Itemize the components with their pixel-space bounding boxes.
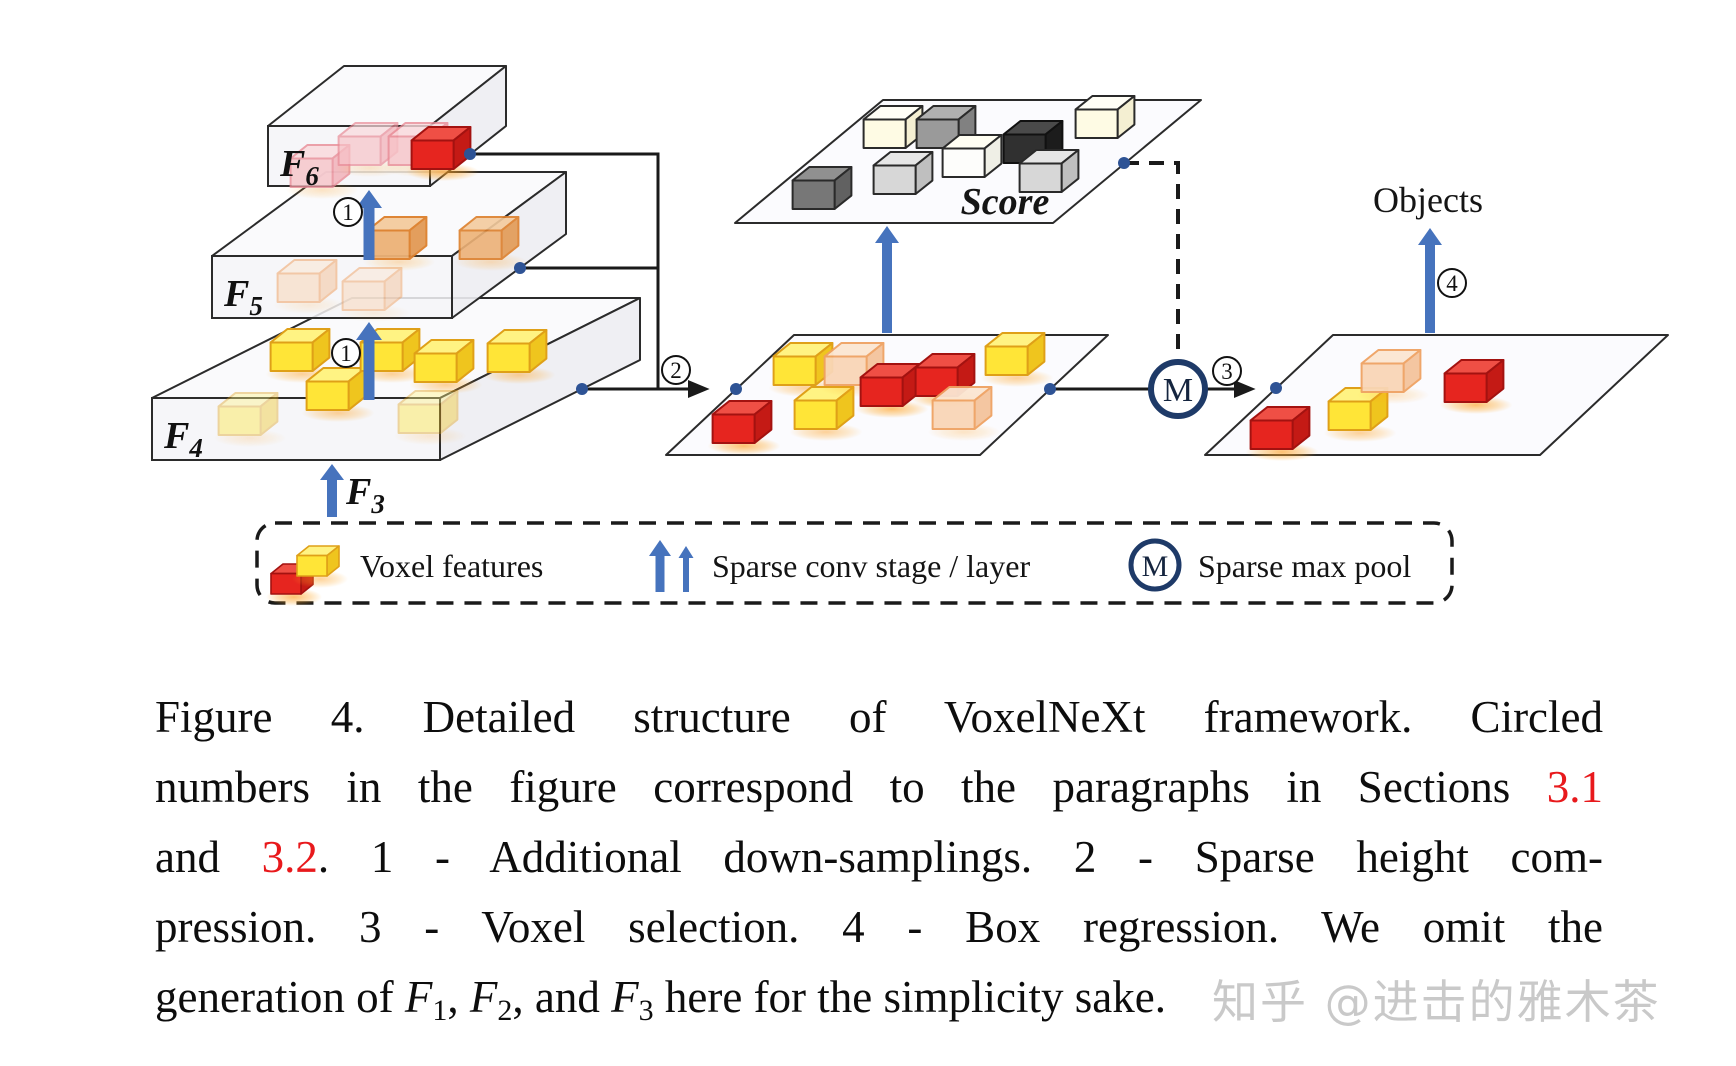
voxel-cube [855, 363, 929, 418]
step1-circle-lower: 1 [340, 341, 352, 366]
legend: Voxel features Sparse conv stage / layer… [255, 521, 1454, 606]
voxel-cube [454, 216, 528, 271]
step4-circle: 4 [1446, 271, 1458, 296]
legend-sparse-max-pool-label: Sparse max pool [1198, 548, 1411, 584]
f4-label: F4 [163, 415, 203, 463]
voxel-cube [272, 259, 346, 314]
maxpool-symbol: M [1163, 372, 1193, 409]
score-label: Score [961, 181, 1050, 223]
voxel-cube [393, 390, 467, 445]
caption-segment: F [469, 972, 498, 1022]
arrow-to-score [875, 226, 899, 333]
caption-segment: 3.1 [1546, 762, 1603, 812]
voxel-cube [1439, 359, 1513, 414]
caption-segment: pression. 3 - Voxel selection. 4 - Box r… [155, 902, 1603, 952]
arrow-to-objects [1418, 228, 1442, 333]
voxel-cube [213, 392, 287, 447]
score-cube [862, 105, 924, 149]
score-cube [941, 134, 1003, 178]
voxel-cube [980, 332, 1054, 387]
step1-circle-upper: 1 [342, 200, 354, 225]
legend-conv-arrow-icons [649, 540, 694, 592]
score-cube [872, 151, 934, 195]
voxel-cube [409, 339, 483, 394]
input-arrow-f3 [320, 464, 344, 517]
voxel-cube [927, 386, 1001, 441]
caption-segment: here for the simplicity sake. [653, 972, 1166, 1022]
f5-label: F5 [223, 273, 263, 321]
caption-line: generation of F1, F2, and F3 here for th… [155, 962, 1603, 1046]
f3-label: F3 [345, 471, 385, 519]
circled-step-numbers: 1 1 2 3 4 [331, 197, 1467, 386]
caption-segment: , and [512, 972, 612, 1022]
caption-segment: 3.2 [261, 832, 318, 882]
legend-maxpool-symbol: M [1142, 550, 1169, 583]
voxel-cube [707, 400, 781, 455]
sparse-conv-arrows [320, 190, 1442, 517]
voxel-cube [1356, 349, 1430, 404]
score-to-maxpool-dashed-line [1124, 161, 1180, 357]
maxpool-node: M [1148, 359, 1208, 419]
voxel-cube [482, 329, 556, 384]
f6-connector-line [470, 152, 660, 389]
score-voxel-cubes [791, 95, 1136, 210]
compressed-plane-voxel-cubes [707, 332, 1054, 455]
step2-circle: 2 [670, 358, 682, 383]
caption-line: pression. 3 - Voxel selection. 4 - Box r… [155, 892, 1603, 962]
voxel-cube [301, 367, 375, 422]
caption-line: and 3.2. 1 - Additional down-samplings. … [155, 822, 1603, 892]
caption-segment: . 1 - Additional down-samplings. 2 - Spa… [317, 832, 1603, 882]
caption-segment: Figure 4. Detailed structure of VoxelNeX… [155, 692, 1603, 742]
caption-segment: 1 [432, 994, 448, 1027]
f6-voxel-cubes [285, 122, 480, 199]
junction-dots [464, 148, 1282, 395]
selected-plane-voxel-cubes [1245, 349, 1513, 461]
legend-voxel-cubes [266, 545, 348, 606]
caption-segment: generation of [155, 972, 405, 1022]
voxel-cube [337, 267, 411, 322]
step3-circle: 3 [1221, 359, 1233, 384]
voxel-cube [1245, 406, 1319, 461]
legend-box [255, 521, 1454, 605]
skip-connection-lines [470, 152, 1256, 398]
caption-line: numbers in the figure correspond to the … [155, 752, 1603, 822]
conv-arrow-f5-to-f6 [356, 190, 382, 260]
caption-segment: F [611, 972, 639, 1022]
selected-voxel-plane [1204, 334, 1669, 456]
legend-sparse-conv-label: Sparse conv stage / layer [712, 548, 1030, 584]
legend-maxpool-icon [1128, 538, 1182, 592]
voxel-glow [213, 429, 287, 447]
conv-arrow-f4-to-f5 [356, 322, 382, 400]
score-cube [791, 166, 853, 210]
figure-caption: Figure 4. Detailed structure of VoxelNeX… [155, 682, 1603, 1046]
voxel-cube [406, 126, 480, 181]
caption-line: Figure 4. Detailed structure of VoxelNeX… [155, 682, 1603, 752]
voxel-cube [292, 545, 348, 588]
watermark-text: 知乎 @进击的雅木茶 [1212, 975, 1661, 1029]
objects-label: Objects [1373, 180, 1483, 220]
f6-label: F6 [279, 143, 319, 191]
voxelnext-framework-diagram: Score [151, 65, 1669, 606]
voxel-cube [362, 216, 436, 271]
caption-segment: 2 [497, 994, 513, 1027]
score-cube [1018, 149, 1080, 193]
legend-voxel-features-label: Voxel features [360, 548, 543, 584]
voxel-glow [393, 427, 467, 445]
caption-segment: 3 [638, 994, 654, 1027]
f5-voxel-cubes [272, 216, 528, 322]
score-cube [1074, 95, 1136, 139]
caption-segment: and [155, 832, 262, 882]
caption-segment: F [404, 972, 433, 1022]
caption-segment: , [447, 972, 470, 1022]
caption-segment: numbers in the figure correspond to the … [155, 762, 1547, 812]
